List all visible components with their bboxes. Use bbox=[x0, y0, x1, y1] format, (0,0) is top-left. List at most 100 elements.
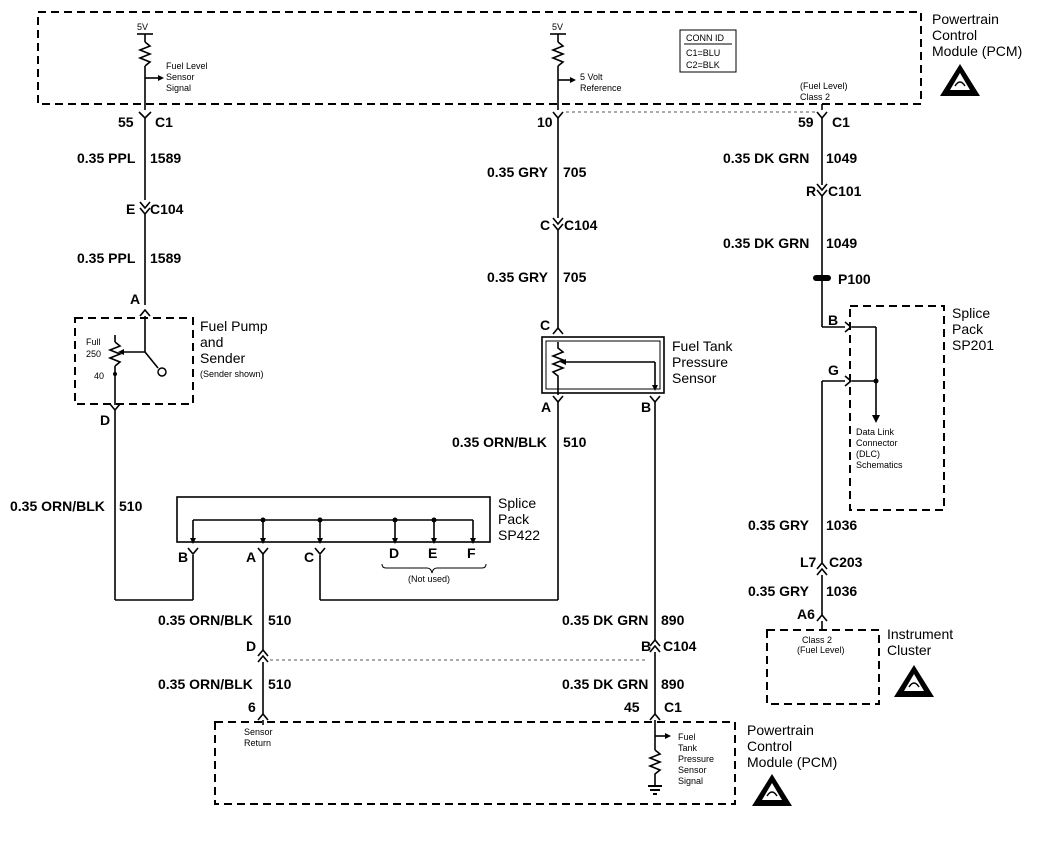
sp422-title-3: SP422 bbox=[498, 527, 540, 543]
right-c203-pin: L7 bbox=[800, 554, 817, 570]
mid-wire3-num: 510 bbox=[563, 434, 587, 450]
bottom-conn-c1: C1 bbox=[664, 699, 682, 715]
left-c104: C104 bbox=[150, 201, 184, 217]
left-wire2-num: 1589 bbox=[150, 250, 181, 266]
mid-wire2-gauge: 0.35 GRY bbox=[487, 269, 549, 285]
pcm-bottom-title-1: Powertrain bbox=[747, 722, 814, 738]
bottom-pin-6: 6 bbox=[248, 699, 256, 715]
ic-class2-1: Class 2 bbox=[802, 635, 832, 645]
ftp-signal-1: Fuel bbox=[678, 732, 696, 742]
mid-pin-b: B bbox=[641, 399, 651, 415]
ftps-resistor bbox=[550, 342, 566, 395]
pcm-top-title-1: Powertrain bbox=[932, 11, 999, 27]
ftp-signal-3: Pressure bbox=[678, 754, 714, 764]
mid-c104-pin: C bbox=[540, 217, 550, 233]
conn-id-box bbox=[679, 29, 737, 73]
mid-c104: C104 bbox=[564, 217, 598, 233]
sp422-title-2: Pack bbox=[498, 511, 530, 527]
left-wire2-gauge: 0.35 PPL bbox=[77, 250, 136, 266]
v5-left-label: 5V bbox=[137, 22, 148, 32]
dlc-label-1: Data Link bbox=[856, 427, 895, 437]
right-pin-59: 59 bbox=[798, 114, 814, 130]
mid-wire3-gauge: 0.35 ORN/BLK bbox=[452, 434, 547, 450]
right-p100: P100 bbox=[838, 271, 871, 287]
ftps-label-1: Fuel Tank bbox=[672, 338, 733, 354]
sensor-return-1: Sensor bbox=[244, 727, 273, 737]
dlc-label-4: Schematics bbox=[856, 460, 903, 470]
pcm-top-title-2: Control bbox=[932, 27, 977, 43]
right-conn-c1: C1 bbox=[832, 114, 850, 130]
left-pin-55: 55 bbox=[118, 114, 134, 130]
left-wire1-num: 1589 bbox=[150, 150, 181, 166]
ftps-label-3: Sensor bbox=[672, 370, 717, 386]
fuel-pump-sender-box bbox=[74, 317, 194, 405]
bottom-wire-a-num: 510 bbox=[268, 612, 292, 628]
sp422-not-used: (Not used) bbox=[408, 574, 450, 584]
sp422-title-1: Splice bbox=[498, 495, 536, 511]
label-250: 250 bbox=[86, 349, 101, 359]
p100-connector bbox=[813, 275, 831, 281]
bottom-b-pin: B bbox=[641, 638, 651, 654]
splice-pack-sp201-box bbox=[849, 305, 945, 511]
label-full: Full bbox=[86, 337, 101, 347]
bottom-wire-b-num: 510 bbox=[268, 676, 292, 692]
mid-wire1-num: 705 bbox=[563, 164, 587, 180]
bottom-pin-45: 45 bbox=[624, 699, 640, 715]
right-wire2-gauge: 0.35 DK GRN bbox=[723, 235, 809, 251]
instrument-cluster-box bbox=[766, 629, 880, 705]
mid-wire2-num: 705 bbox=[563, 269, 587, 285]
sender-wiper bbox=[144, 351, 159, 369]
pcm-bottom-box bbox=[214, 721, 736, 805]
left-wire3-gauge: 0.35 ORN/BLK bbox=[10, 498, 105, 514]
right-wire4-gauge: 0.35 GRY bbox=[748, 583, 810, 599]
left-wire1-gauge: 0.35 PPL bbox=[77, 150, 136, 166]
bottom-wire-d-gauge: 0.35 DK GRN bbox=[562, 676, 648, 692]
class2-label-1: (Fuel Level) bbox=[800, 81, 848, 91]
right-wire2-num: 1049 bbox=[826, 235, 857, 251]
sp422-pin-a: A bbox=[246, 549, 256, 565]
dlc-label-2: Connector bbox=[856, 438, 898, 448]
right-c203: C203 bbox=[829, 554, 863, 570]
sp422-pin-c: C bbox=[304, 549, 314, 565]
conn-id-c2: C2=BLK bbox=[686, 60, 720, 70]
sp422-pin-d: D bbox=[389, 545, 399, 561]
bottom-d-pin: D bbox=[246, 638, 256, 654]
fuel-level-signal-2: Sensor bbox=[166, 72, 195, 82]
ic-class2-2: (Fuel Level) bbox=[797, 645, 845, 655]
pcm-bottom-title-3: Module (PCM) bbox=[747, 754, 837, 770]
sp201-title-2: Pack bbox=[952, 321, 984, 337]
pump-note: (Sender shown) bbox=[200, 369, 264, 379]
sender-resistor bbox=[107, 341, 123, 367]
right-pin-b: B bbox=[828, 312, 838, 328]
pcm-bottom-title-2: Control bbox=[747, 738, 792, 754]
bottom-wire-a-gauge: 0.35 ORN/BLK bbox=[158, 612, 253, 628]
left-pin-d: D bbox=[100, 412, 110, 428]
mid-pin-a: A bbox=[541, 399, 551, 415]
pulldown-resistor bbox=[647, 749, 663, 785]
label-40: 40 bbox=[94, 371, 104, 381]
pcm-top-box bbox=[37, 11, 922, 105]
left-pin-a: A bbox=[130, 291, 140, 307]
right-wire1-gauge: 0.35 DK GRN bbox=[723, 150, 809, 166]
pullup-resistor-mid bbox=[550, 41, 566, 67]
pcm-top-title-3: Module (PCM) bbox=[932, 43, 1022, 59]
right-wire3-num: 1036 bbox=[826, 517, 857, 533]
pump-label-2: and bbox=[200, 334, 223, 350]
mid-pin-10: 10 bbox=[537, 114, 553, 130]
bottom-wire-c-gauge: 0.35 DK GRN bbox=[562, 612, 648, 628]
left-conn-c1: C1 bbox=[155, 114, 173, 130]
ftp-signal-2: Tank bbox=[678, 743, 698, 753]
right-wire4-num: 1036 bbox=[826, 583, 857, 599]
sensor-return-2: Return bbox=[244, 738, 271, 748]
bottom-wire-c-num: 890 bbox=[661, 612, 685, 628]
right-c101-pin: R bbox=[806, 183, 816, 199]
ref-label-2: Reference bbox=[580, 83, 622, 93]
pullup-resistor-left bbox=[137, 41, 153, 67]
ic-title-2: Cluster bbox=[887, 642, 932, 658]
ftp-signal-4: Sensor bbox=[678, 765, 707, 775]
esd-warning-icon bbox=[752, 774, 792, 806]
sp422-pin-b: B bbox=[178, 549, 188, 565]
ftps-label-2: Pressure bbox=[672, 354, 728, 370]
esd-warning-icon bbox=[940, 64, 980, 96]
